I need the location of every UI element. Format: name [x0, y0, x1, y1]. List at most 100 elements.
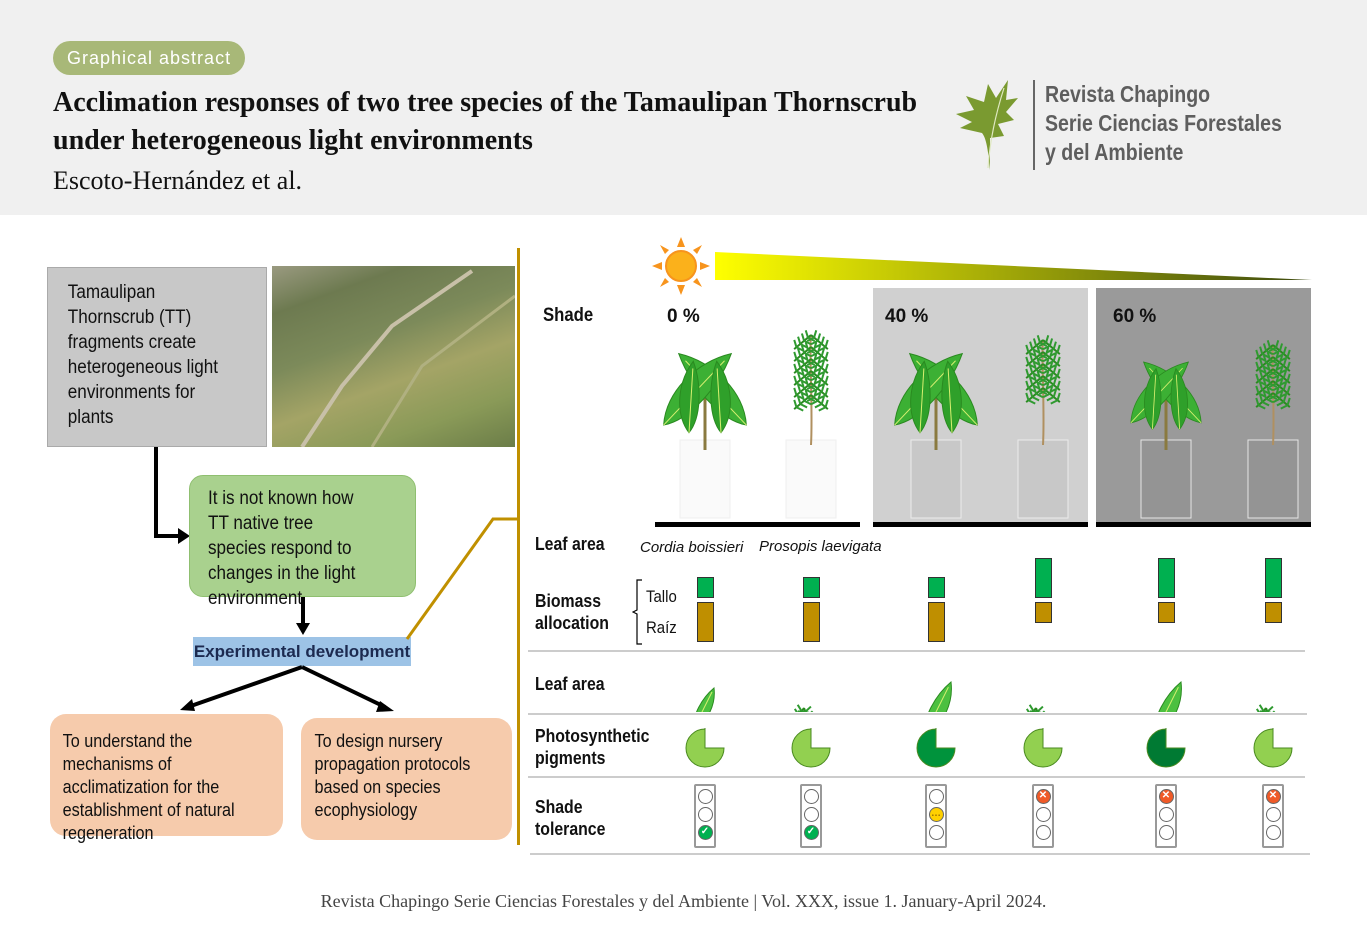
shade-level-40: 40 %: [885, 306, 929, 327]
shade-level-0: 0 %: [667, 306, 700, 327]
species-prosopis: Prosopis laevigata: [759, 538, 882, 555]
journal-line: y del Ambiente: [1045, 139, 1184, 165]
plant-prosopis: [785, 330, 837, 519]
biomass-raiz-bar: [1265, 602, 1282, 623]
footer-citation: Revista Chapingo Serie Ciencias Forestal…: [320, 891, 1047, 911]
row-divider: [528, 776, 1305, 778]
objective-text: To understand the mechanisms of acclimat…: [62, 731, 235, 843]
plant-cordia: [894, 352, 978, 519]
light-lamp: [1265, 807, 1281, 822]
light-lamp: [697, 789, 713, 804]
pigment-pie-chart: [1023, 728, 1063, 768]
authors: Escoto-Hernández et al.: [53, 166, 303, 195]
graphical-abstract-badge: Graphical abstract: [53, 41, 246, 75]
light-lamp: [803, 789, 819, 804]
context-text: Tamaulipan Thornscrub (TT) fragments cre…: [67, 282, 219, 428]
sun-icon: [652, 237, 710, 295]
light-lamp: [1158, 807, 1174, 822]
light-lamp: [1158, 825, 1174, 840]
arrow-down-icon: [296, 597, 310, 635]
shade-level-60: 60 %: [1113, 306, 1157, 327]
row-divider: [530, 853, 1310, 855]
biomass-raiz-bar: [928, 602, 945, 642]
biomass-raiz-bar: [1158, 602, 1175, 623]
page-title: Acclimation responses of two tree specie…: [53, 87, 918, 156]
shade-tolerance-traffic-light: ✕: [1262, 784, 1284, 848]
light-lamp: [1265, 825, 1281, 840]
knowledge-gap-text: It is not known how TT native tree speci…: [208, 488, 356, 609]
light-gradient-wedge: [715, 252, 1312, 280]
ground-line: [873, 522, 1088, 527]
biomass-tallo-bar: [1265, 558, 1282, 598]
biomass-raiz-bar: [803, 602, 820, 642]
raiz-label: Raíz: [646, 618, 677, 637]
plant-cordia: [663, 352, 747, 519]
light-lamp: ✓: [803, 825, 819, 840]
logo-divider: [1033, 80, 1035, 170]
biomass-tallo-bar: [803, 577, 820, 598]
shade-tolerance-traffic-light: ✕: [1155, 784, 1177, 848]
species-cordia: Cordia boissieri: [640, 539, 744, 556]
tolerance-label: Shade tolerance: [535, 797, 606, 839]
biomass-tallo-bar: [1035, 558, 1052, 598]
objective-box-2: To design nursery propagation protocols …: [301, 718, 512, 840]
leaf-area-compound-leaf-icon: [1019, 704, 1049, 712]
pigment-pie-chart: [685, 728, 725, 768]
light-lamp: [928, 825, 944, 840]
leaf-area-compound-leaf-icon: [786, 704, 820, 712]
biomass-tallo-bar: [928, 577, 945, 598]
connector-line: [405, 517, 520, 640]
knowledge-gap-box: It is not known how TT native tree speci…: [189, 475, 416, 609]
thornscrub-aerial-photo: [272, 266, 516, 449]
pigments-label: Photosynthetic pigments: [535, 726, 650, 768]
ground-line: [1096, 522, 1311, 527]
light-lamp: ✕: [1158, 789, 1174, 804]
plant-cordia: [1130, 361, 1202, 519]
objective-text: To design nursery propagation protocols …: [314, 731, 471, 820]
shade-tolerance-traffic-light: …: [925, 784, 947, 848]
pigment-pie-chart: [1253, 728, 1293, 768]
divider-line: [517, 248, 520, 845]
leaf-area-compound-leaf-icon: [1249, 704, 1279, 712]
leaf-area-broad-leaf-icon: [696, 687, 715, 712]
oak-leaf-logo-icon: [956, 80, 1018, 170]
biomass-raiz-bar: [697, 602, 714, 642]
experimental-development-label: Experimental development: [193, 637, 411, 666]
pigment-pie-chart: [916, 728, 956, 768]
row-divider: [528, 650, 1305, 652]
shade-tolerance-traffic-light: ✓: [800, 784, 822, 848]
shade-tolerance-traffic-light: ✕: [1032, 784, 1054, 848]
row-divider: [528, 713, 1307, 715]
shade-label: Shade: [543, 305, 594, 326]
leaf-area-label: Leaf area: [535, 674, 605, 694]
light-lamp: [928, 789, 944, 804]
pigment-pie-chart: [791, 728, 831, 768]
light-lamp: [697, 807, 713, 822]
biomass-label: Biomass allocation: [535, 591, 609, 633]
light-lamp: [1035, 825, 1051, 840]
plant-prosopis: [1017, 334, 1069, 519]
context-box: Tamaulipan Thornscrub (TT) fragments cre…: [47, 267, 267, 447]
brace-icon: [632, 579, 642, 645]
light-lamp: …: [928, 807, 944, 822]
leaf-area-broad-leaf-icon: [928, 681, 952, 712]
biomass-tallo-bar: [1158, 558, 1175, 598]
tallo-label: Tallo: [646, 587, 677, 606]
light-lamp: [1035, 807, 1051, 822]
biomass-raiz-bar: [1035, 602, 1052, 623]
header: [0, 0, 1367, 215]
biomass-tallo-bar: [697, 577, 714, 598]
light-lamp: ✓: [697, 825, 713, 840]
plant-prosopis: [1247, 339, 1299, 519]
pigment-pie-chart: [1146, 728, 1186, 768]
light-lamp: [803, 807, 819, 822]
journal-name: Revista Chapingo Serie Ciencias Forestal…: [1045, 80, 1282, 167]
objective-box-1: To understand the mechanisms of acclimat…: [50, 714, 283, 843]
shade-tolerance-traffic-light: ✓: [694, 784, 716, 848]
arrow-icon: [154, 447, 190, 544]
split-arrows-icon: [180, 665, 394, 712]
light-lamp: ✕: [1035, 789, 1051, 804]
ground-line: [655, 522, 860, 527]
journal-line: Serie Ciencias Forestales: [1045, 110, 1282, 136]
light-lamp: ✕: [1265, 789, 1281, 804]
